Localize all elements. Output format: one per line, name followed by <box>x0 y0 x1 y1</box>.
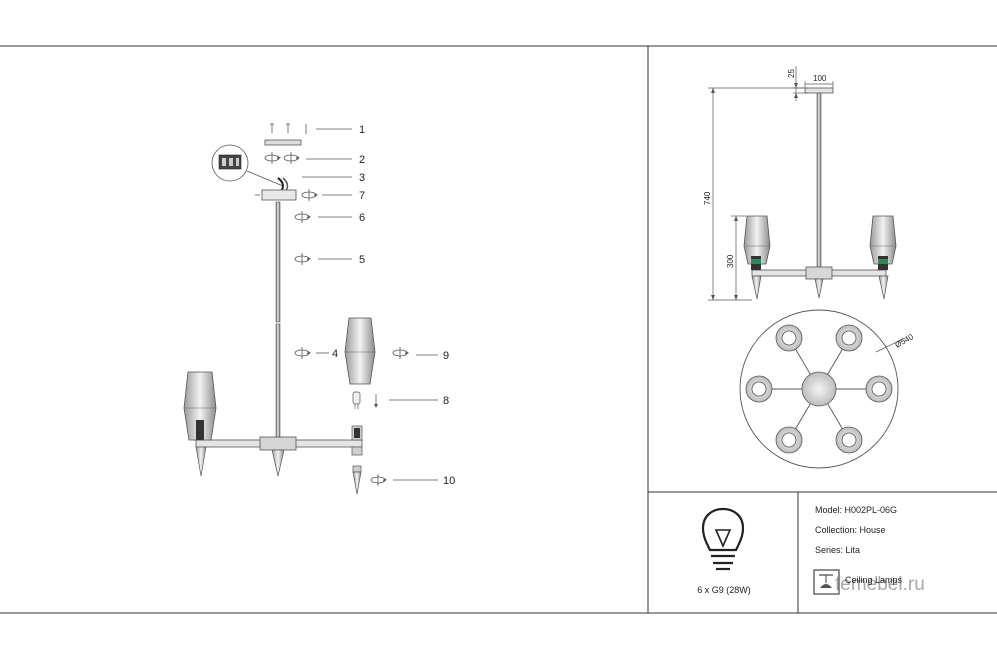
suspension-rods <box>275 201 312 443</box>
callout-4: 4 <box>332 348 338 360</box>
dim-total-height: 740 <box>703 191 712 205</box>
terminal-block-detail <box>211 144 289 192</box>
callout-3: 3 <box>359 172 365 184</box>
product-type-label: Ceiling Lamps <box>845 575 903 585</box>
callout-9: 9 <box>443 350 449 362</box>
callout-6: 6 <box>359 212 365 224</box>
sheet-frame <box>0 45 997 614</box>
callout-5: 5 <box>359 254 365 266</box>
dim-lamp-height: 300 <box>726 254 735 268</box>
callout-10: 10 <box>443 475 455 487</box>
glass-shade-part <box>344 317 410 385</box>
model-label: Model: H002PL-06G <box>815 505 898 515</box>
dim-diameter: Ø540 <box>894 332 916 350</box>
callout-8: 8 <box>443 395 449 407</box>
bulb-spec-caption: 6 x G9 (28W) <box>697 585 751 595</box>
side-view: 25 100 740 300 <box>703 66 897 301</box>
ceiling-lamp-icon <box>813 569 840 595</box>
finial-part <box>352 465 388 495</box>
callout-7: 7 <box>359 190 365 202</box>
callout-1: 1 <box>359 124 365 136</box>
dim-canopy-width: 100 <box>813 74 827 83</box>
mounted-glass-shade <box>183 371 217 441</box>
exploded-view: 1 2 3 7 6 5 4 9 8 10 <box>183 123 455 495</box>
mounting-screws <box>270 123 307 134</box>
dim-canopy-height: 25 <box>787 69 796 78</box>
callout-2: 2 <box>359 154 365 166</box>
callout-leaders <box>302 128 438 481</box>
bulb-icon <box>701 507 745 571</box>
watermark: femebel.ru <box>835 574 925 595</box>
mounting-bracket <box>264 139 302 165</box>
top-view: Ø540 <box>739 309 916 469</box>
g9-bulb-part <box>352 391 378 409</box>
series-label: Series: Lita <box>815 545 861 555</box>
collection-label: Collection: House <box>815 525 886 535</box>
canopy <box>255 188 319 202</box>
